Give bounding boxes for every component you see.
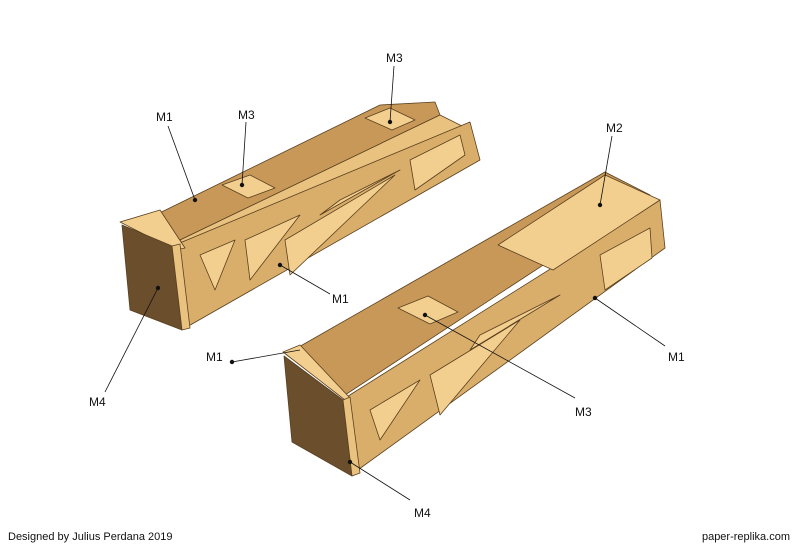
label-left-m1-side: M1 [332,292,349,306]
right-truss-beam [282,171,666,477]
left-hole [284,174,396,276]
right-end-edge [342,396,361,477]
label-right-m1-left: M1 [206,350,223,364]
label-right-m1-right: M1 [668,350,685,364]
designer-credit: Designed by Julius Perdana 2019 [8,531,173,543]
label-left-m3-mid: M3 [238,108,255,122]
left-end-edge [171,243,191,331]
right-hole [599,227,653,291]
left-hole [409,134,466,191]
right-m3-block [397,295,459,325]
website-text: paper-replika.com [701,531,790,543]
left-truss-beam [119,101,481,331]
left-hole [244,214,301,281]
right-hole [429,319,521,416]
label-right-m2: M2 [606,121,623,135]
left-hole [199,239,236,291]
label-left-m3-far: M3 [386,51,403,65]
label-right-m4: M4 [414,506,431,520]
left-m3-block-mid [221,174,276,199]
label-left-m1-top: M1 [156,110,173,124]
label-right-m3: M3 [575,405,592,419]
leader-lines [104,65,666,501]
left-hole [319,169,401,216]
right-hole [369,379,421,441]
label-left-m4: M4 [89,395,106,409]
right-m2-plate [497,174,661,271]
